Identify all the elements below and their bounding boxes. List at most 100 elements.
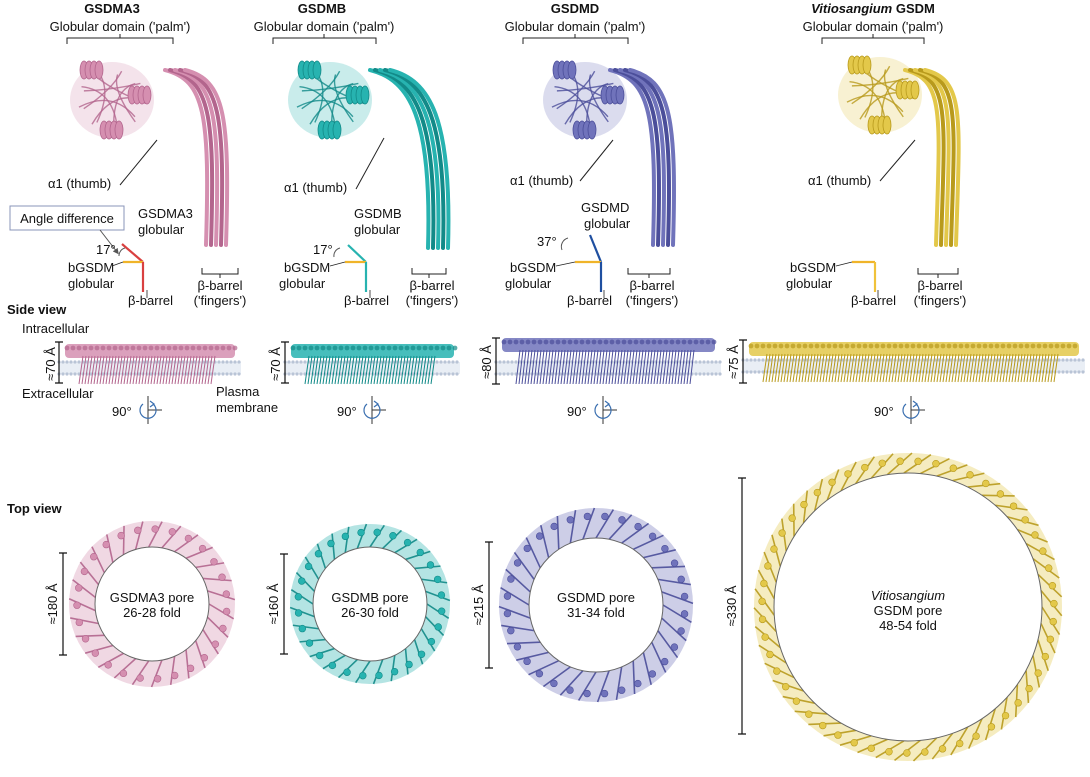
side-height-label-gsdma3: ≈70 Å xyxy=(43,347,58,381)
own-globular-gsdmd-l1: GSDMD xyxy=(581,200,629,215)
ref-globular-gsdma3-l2: globular xyxy=(68,276,115,291)
ref-globular-gsdmd-l1: bGSDM xyxy=(510,260,556,275)
own-globular-gsdma3-l2: globular xyxy=(138,222,185,237)
thumb-callout-gsdma3: α1 (thumb) xyxy=(48,140,157,191)
angle-label-gsdma3: 17° xyxy=(96,242,116,257)
panel-title-gsdma3: GSDMA3 xyxy=(84,1,140,16)
side-view-gsdmb xyxy=(283,344,460,384)
top-diameter-label-vitio: ≈330 Å xyxy=(724,585,739,626)
palm-bracket-vitiosangium: Globular domain ('palm') xyxy=(803,19,944,44)
thumb-label-gsdmb: α1 (thumb) xyxy=(284,180,347,195)
top-view-label: Top view xyxy=(7,501,63,516)
barrel-label-vitio: β-barrel xyxy=(851,293,896,308)
top-diameter-label-gsdma3: ≈180 Å xyxy=(45,583,60,624)
pore-fold-gsdma3: 26-28 fold xyxy=(123,605,181,620)
angle-glyph-vitiosangium: bGSDM globular β-barrel β-barrel ('finge… xyxy=(786,260,966,308)
top-diameter-gsdma3: ≈180 Å xyxy=(45,553,67,655)
side-views xyxy=(57,338,1085,384)
ref-globular-vitio-l2: globular xyxy=(786,276,833,291)
thumb-callout-gsdmb: α1 (thumb) xyxy=(284,138,384,195)
palm-label-gsdma3: Globular domain ('palm') xyxy=(50,19,191,34)
ref-globular-gsdmd-l2: globular xyxy=(505,276,552,291)
pore-name-gsdmd: GSDMD pore xyxy=(557,590,635,605)
angle-label-gsdmb: 17° xyxy=(313,242,333,257)
fingers-vitio-l2: ('fingers') xyxy=(914,293,967,308)
thumb-label-gsdmd: α1 (thumb) xyxy=(510,173,573,188)
rotation-label-gsdma3: 90° xyxy=(112,404,132,419)
thumb-label-gsdma3: α1 (thumb) xyxy=(48,176,111,191)
panel-title-vitio-italic: Vitiosangium xyxy=(811,1,893,16)
palm-label-gsdmd: Globular domain ('palm') xyxy=(505,19,646,34)
angle-label-gsdmd: 37° xyxy=(537,234,557,249)
barrel-label-gsdmd: β-barrel xyxy=(567,293,612,308)
membrane-label-l1: Plasma xyxy=(216,384,260,399)
pore-fold-gsdmb: 26-30 fold xyxy=(341,605,399,620)
fingers-vitio-l1: β-barrel xyxy=(917,278,962,293)
barrel-label-gsdmb: β-barrel xyxy=(344,293,389,308)
ref-globular-gsdmb-l1: bGSDM xyxy=(284,260,330,275)
rotate-icon-vitio xyxy=(903,396,925,424)
intracellular-label: Intracellular xyxy=(22,321,90,336)
pore-fold-vitio: 48-54 fold xyxy=(879,618,937,633)
rotate-icon-gsdmb xyxy=(364,396,386,424)
ribbon-vitio xyxy=(838,56,959,245)
top-diameter-vitiosangium: ≈330 Å xyxy=(724,478,746,734)
pore-label-vitiosangium: Vitiosangium GSDM pore 48-54 fold xyxy=(871,588,945,633)
panel-title-gsdmb: GSDMB xyxy=(298,1,346,16)
own-globular-gsdmb-l1: GSDMB xyxy=(354,206,402,221)
panel-title-gsdmd: GSDMD xyxy=(551,1,599,16)
extracellular-label: Extracellular xyxy=(22,386,94,401)
side-height-label-gsdmd: ≈80 Å xyxy=(479,345,494,379)
palm-bracket-gsdmd: Globular domain ('palm') xyxy=(505,19,646,44)
side-view-gsdma3 xyxy=(57,344,241,384)
pore-label-gsdmd: GSDMD pore 31-34 fold xyxy=(557,590,635,620)
pore-name-gsdma3: GSDMA3 pore xyxy=(110,590,195,605)
fingers-gsdma3-l2: ('fingers') xyxy=(194,293,247,308)
membrane-label-l2: membrane xyxy=(216,400,278,415)
rotate-icon-gsdma3 xyxy=(140,396,162,424)
rotate-icon-gsdmd xyxy=(595,396,617,424)
top-diameter-gsdmb: ≈160 Å xyxy=(266,554,288,654)
pore-name-vitio: GSDM pore xyxy=(874,603,943,618)
side-view-gsdmd xyxy=(494,338,721,384)
panel-title-vitio-rest: GSDM xyxy=(892,1,935,16)
pore-fold-gsdmd: 31-34 fold xyxy=(567,605,625,620)
top-diameter-gsdmd: ≈215 Å xyxy=(471,542,493,668)
palm-label-gsdmb: Globular domain ('palm') xyxy=(254,19,395,34)
palm-bracket-gsdma3: Globular domain ('palm') xyxy=(50,19,191,44)
side-height-label-vitio: ≈75 Å xyxy=(726,345,741,379)
angle-glyph-gsdmb: 17° GSDMB globular bGSDM globular β-barr… xyxy=(279,206,458,308)
thumb-callout-vitiosangium: α1 (thumb) xyxy=(808,140,915,188)
rotation-label-gsdmb: 90° xyxy=(337,404,357,419)
rotation-label-gsdmd: 90° xyxy=(567,404,587,419)
ref-globular-gsdmb-l2: globular xyxy=(279,276,326,291)
fingers-gsdmb-l2: ('fingers') xyxy=(406,293,459,308)
palm-label-vitiosangium: Globular domain ('palm') xyxy=(803,19,944,34)
fingers-gsdma3-l1: β-barrel xyxy=(197,278,242,293)
panel-title-vitiosangium: Vitiosangium GSDM xyxy=(811,1,935,16)
own-globular-gsdma3-l1: GSDMA3 xyxy=(138,206,193,221)
side-height-label-gsdmb: ≈70 Å xyxy=(268,347,283,381)
palm-bracket-gsdmb: Globular domain ('palm') xyxy=(254,19,395,44)
own-globular-gsdmd-l2: globular xyxy=(584,216,631,231)
barrel-label-gsdma3: β-barrel xyxy=(128,293,173,308)
pore-species-vitio: Vitiosangium xyxy=(871,588,945,603)
thumb-callout-gsdmd: α1 (thumb) xyxy=(510,140,613,188)
fingers-gsdmd-l1: β-barrel xyxy=(629,278,674,293)
fingers-gsdmd-l2: ('fingers') xyxy=(626,293,679,308)
ribbon-structures xyxy=(70,56,959,248)
top-diameter-label-gsdmb: ≈160 Å xyxy=(266,583,281,624)
top-diameter-label-gsdmd: ≈215 Å xyxy=(471,584,486,625)
pore-label-gsdmb: GSDMB pore 26-30 fold xyxy=(331,590,408,620)
side-view-vitio xyxy=(741,342,1085,382)
ref-globular-vitio-l1: bGSDM xyxy=(790,260,836,275)
angle-difference-box: Angle difference xyxy=(20,211,114,226)
side-view-label: Side view xyxy=(7,302,67,317)
thumb-label-vitiosangium: α1 (thumb) xyxy=(808,173,871,188)
pore-name-gsdmb: GSDMB pore xyxy=(331,590,408,605)
fingers-gsdmb-l1: β-barrel xyxy=(409,278,454,293)
own-globular-gsdmb-l2: globular xyxy=(354,222,401,237)
ref-globular-gsdma3-l1: bGSDM xyxy=(68,260,114,275)
